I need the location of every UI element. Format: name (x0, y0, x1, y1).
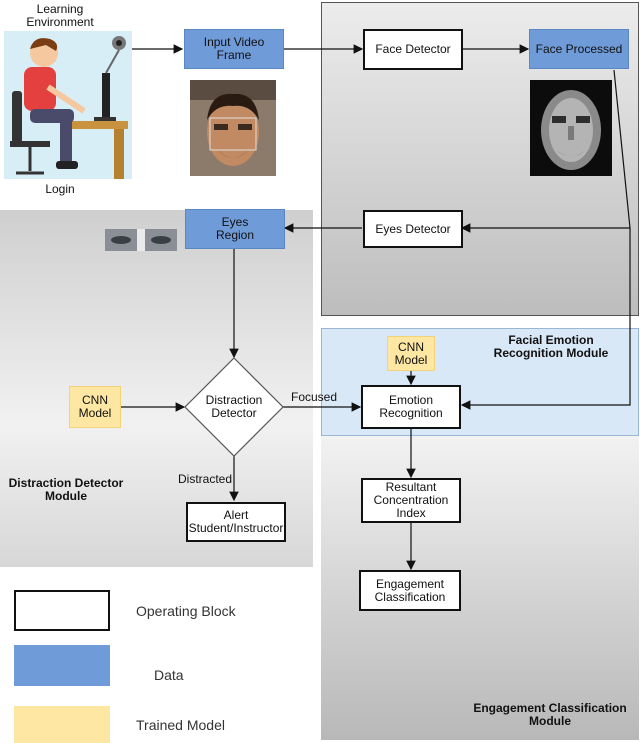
learning-environment-label: Learning Environment (26, 2, 94, 29)
focused-edge-label: Focused (290, 390, 338, 404)
fer-module-label: Facial Emotion Recognition Module (493, 333, 609, 360)
alert-block: Alert Student/Instructor (186, 502, 286, 542)
distraction-module-label: Distraction Detector Module (8, 476, 124, 503)
eyes-detector-block: Eyes Detector (363, 210, 463, 248)
input-video-frame-block: Input Video Frame (184, 29, 284, 69)
concentration-index-block: Resultant Concentration Index (361, 478, 461, 523)
eyes-crop-photo (105, 229, 177, 251)
distraction-detector-label: Distraction Detector (205, 393, 263, 420)
emotion-recognition-block: Emotion Recognition (361, 385, 461, 429)
face-processed-block: Face Processed (529, 29, 629, 69)
student-at-computer-illustration (4, 31, 132, 179)
eyes-region-block: Eyes Region (185, 209, 285, 249)
legend-operating-block-label: Operating Block (136, 603, 236, 619)
legend-trained-model-label: Trained Model (136, 717, 225, 733)
legend-data-swatch (14, 645, 110, 686)
distracted-edge-label: Distracted (177, 472, 233, 486)
face-detector-block: Face Detector (363, 29, 463, 70)
legend-data-label: Data (154, 667, 184, 683)
cnn-model-emotion-block: CNN Model (387, 336, 435, 371)
cnn-model-distraction-block: CNN Model (69, 386, 121, 428)
legend-operating-block-swatch (14, 590, 110, 631)
engagement-module-label: Engagement Classification Module (473, 701, 627, 728)
login-label: Login (45, 182, 75, 196)
edge-processed-to-emotion (460, 228, 631, 410)
input-face-photo (190, 80, 276, 176)
distraction-detector-diamond (184, 357, 284, 457)
legend-trained-model-swatch (14, 706, 110, 743)
engagement-classification-block: Engagement Classification (359, 570, 461, 611)
processed-face-photo (530, 80, 612, 176)
